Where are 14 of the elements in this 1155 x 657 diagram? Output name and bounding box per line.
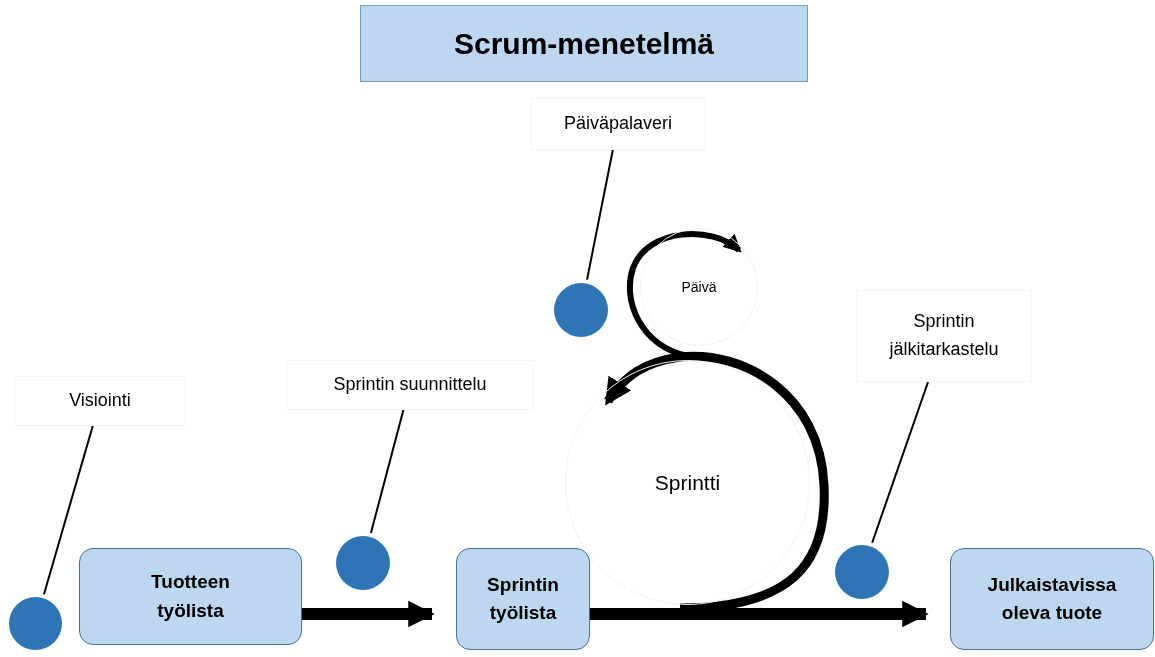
leader-line <box>871 381 929 544</box>
callout-label: Visiointi <box>14 376 186 426</box>
arrow <box>590 600 929 628</box>
arrow <box>302 600 435 628</box>
callout-label: Sprintin suunnittelu <box>286 360 534 410</box>
leader-line <box>43 425 94 596</box>
process-box: Sprintin työlista <box>456 548 590 650</box>
callout-label: Sprintin jälkitarkastelu <box>856 290 1032 382</box>
process-box: Tuotteen työlista <box>79 548 302 645</box>
leader-line <box>369 409 405 535</box>
callout-label: Päiväpalaveri <box>530 98 706 150</box>
leader-line <box>586 149 614 281</box>
process-box: Julkaistavissa oleva tuote <box>950 548 1154 650</box>
title-box: Scrum-menetelmä <box>360 5 808 82</box>
